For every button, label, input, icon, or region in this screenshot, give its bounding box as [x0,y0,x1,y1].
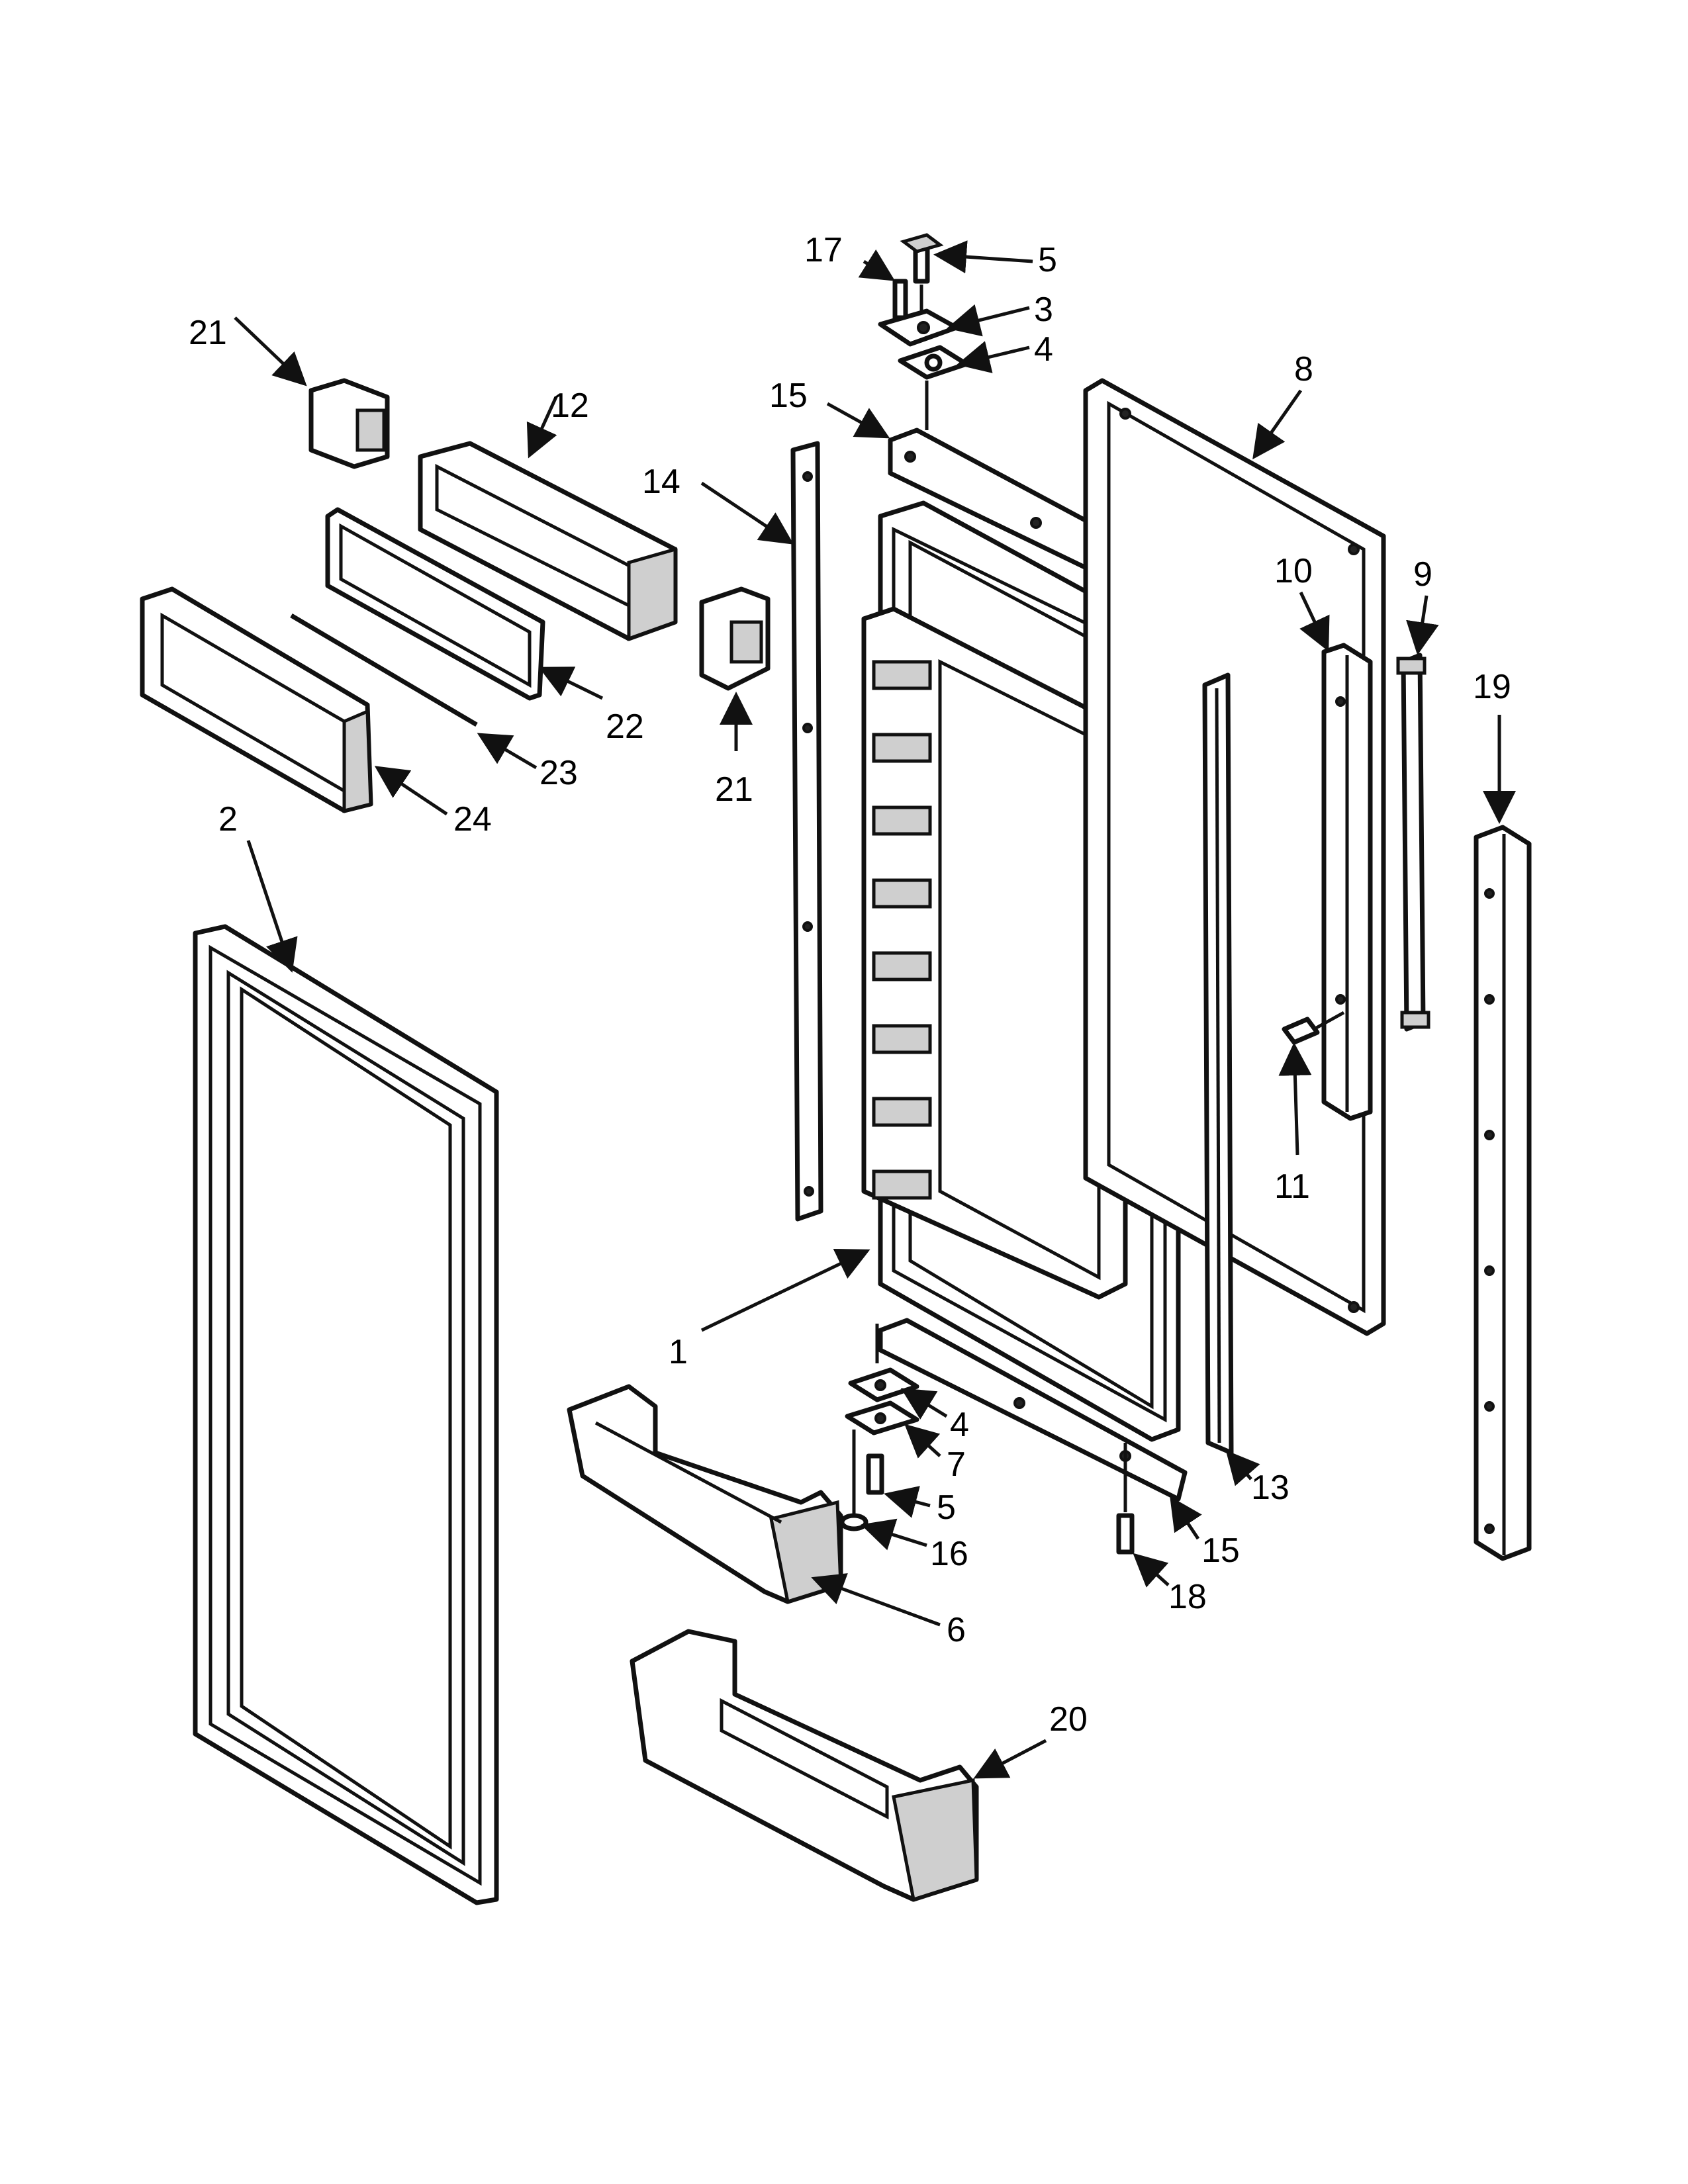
part-21-clip-left [308,378,390,469]
part-21-clip-middle [699,586,771,691]
callout-20: 20 [1049,1700,1088,1739]
leader-3 [947,304,1030,337]
leader-23 [477,733,538,770]
leader-12 [526,396,558,459]
callout-22: 22 [606,707,644,746]
callout-7: 7 [947,1445,966,1484]
bottom-hinge-hardware [839,1324,919,1531]
callout-4-top: 4 [1034,330,1053,369]
callout-3: 3 [1034,291,1053,329]
callout-5-bottom: 5 [937,1488,956,1527]
part-14-trim-strip [790,441,823,1222]
leader-9 [1406,595,1439,655]
leader-5b [884,1486,931,1518]
part-19-rail [1474,825,1532,1561]
callout-4-bottom: 4 [950,1406,969,1444]
callout-labels: 1 2 3 4 4 5 5 6 7 8 9 10 11 12 13 14 15 … [189,231,1511,1739]
part-23-strip [290,613,478,727]
callout-15-bottom: 15 [1201,1531,1240,1570]
callout-21-middle: 21 [715,770,753,809]
callout-17: 17 [804,231,843,269]
part-24-bin-door [140,586,373,813]
callout-23: 23 [539,754,578,792]
callout-13: 13 [1251,1469,1289,1507]
leader-18 [1133,1553,1170,1588]
leader-20 [973,1739,1047,1779]
leader-7 [904,1424,941,1459]
leader-6 [811,1573,941,1627]
leader-24 [374,766,448,816]
leader-4a [957,341,1030,373]
leader-4b [900,1388,948,1420]
leader-14 [700,481,794,545]
callout-6: 6 [947,1611,966,1649]
callout-21-left: 21 [189,314,227,352]
leader-15a [826,402,890,439]
callout-9: 9 [1413,555,1432,594]
part-10-channel [1321,643,1373,1121]
callout-11: 11 [1274,1167,1310,1206]
part-13-vertical-strip [1202,672,1234,1455]
part-12-bin-housing [418,441,678,641]
callout-10: 10 [1274,552,1313,590]
leader-15b [1170,1496,1202,1540]
leader-16 [861,1518,927,1551]
callout-24: 24 [453,800,492,839]
part-2-door-gasket [193,924,499,1905]
callout-12: 12 [551,387,589,425]
callout-2: 2 [218,800,238,839]
callout-8: 8 [1294,350,1313,388]
callout-16: 16 [930,1535,968,1573]
part-11-screw [1282,1011,1345,1045]
top-hinge-hardware [878,233,969,430]
part-20-door-bin [630,1629,979,1902]
leader-lines [234,240,1516,1779]
callout-15-top: 15 [769,377,808,415]
leader-10 [1299,591,1330,652]
part-18-screw [1116,1443,1135,1555]
leader-1 [700,1248,870,1332]
leader-2 [246,840,298,973]
leader-5a [933,240,1033,274]
callout-5-top: 5 [1038,241,1057,279]
callout-1: 1 [669,1333,688,1371]
part-6-door-bin [567,1384,843,1604]
callout-14: 14 [642,463,680,501]
leader-11 [1278,1042,1312,1156]
leader-21a [234,316,307,387]
leader-8 [1252,389,1303,460]
callout-19: 19 [1473,668,1511,706]
leader-17 [858,249,896,281]
leader-22 [538,666,604,700]
callout-18: 18 [1168,1578,1207,1616]
leader-13 [1225,1450,1260,1486]
part-9-handle-bar [1396,653,1430,1032]
